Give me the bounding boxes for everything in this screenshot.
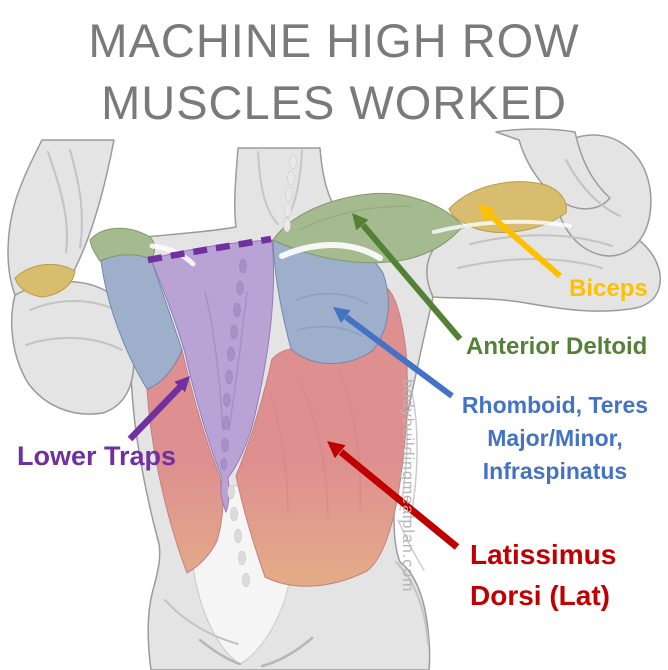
lower-traps-arrow xyxy=(127,376,190,442)
spine-vertebrae xyxy=(220,154,297,588)
traps-boundary-dashed-line xyxy=(147,235,272,264)
page-title: MACHINE HIGH ROW MUSCLES WORKED xyxy=(0,10,668,134)
lats-label-line-1: Latissimus xyxy=(470,539,617,570)
anterior-deltoid-label: Anterior Deltoid xyxy=(466,333,648,360)
rhomboid-arrow xyxy=(333,307,454,399)
anterior-deltoid-arrow xyxy=(352,213,463,341)
lats-label-line-2: Dorsi (Lat) xyxy=(470,580,610,611)
biceps-arrow xyxy=(478,204,562,279)
biceps-label: Biceps xyxy=(569,275,648,302)
lats-arrow xyxy=(327,441,460,550)
biceps-highlight-left xyxy=(14,263,76,298)
lats-label: Latissimus Dorsi (Lat) xyxy=(470,534,616,616)
rhomboid-label-line-3: Infraspinatus xyxy=(482,458,628,484)
rhomboid-label: Rhomboid, Teres Major/Minor, Infraspinat… xyxy=(446,389,664,488)
lower-traps-label: Lower Traps xyxy=(17,441,177,471)
title-line-2: MUSCLES WORKED xyxy=(101,76,567,129)
title-line-1: MACHINE HIGH ROW xyxy=(88,14,580,67)
rhomboid-label-line-1: Rhomboid, Teres xyxy=(461,392,649,418)
rhomboid-label-line-2: Major/Minor, xyxy=(487,425,623,451)
watermark: bodybuildingmealplan.com xyxy=(399,379,416,593)
